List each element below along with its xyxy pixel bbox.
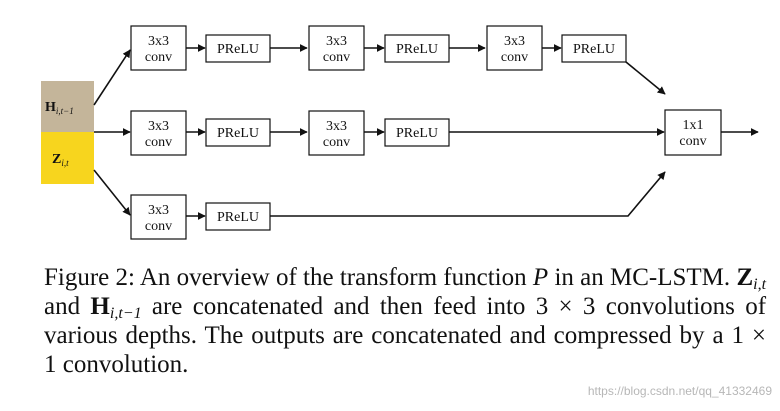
prelu-box: [205, 202, 271, 231]
branch-arrow-bottom: [93, 169, 131, 216]
conv3x3-conv-label: conv: [501, 50, 528, 65]
conv3x3-size-label: 3x3: [326, 119, 347, 134]
conv3x3-box: [130, 194, 187, 240]
conv1x1-conv-label: conv: [679, 134, 706, 149]
z-input-block: [41, 132, 94, 184]
row-1: 3x3 conv PReLU 3x3 conv PReLU 3x3 conv P…: [130, 25, 666, 95]
conv3x3-size-label: 3x3: [148, 119, 169, 134]
conv1x1-box: [664, 109, 722, 156]
merge-arrow-top: [625, 61, 666, 95]
prelu-label: PReLU: [573, 42, 615, 57]
conv3x3-size-label: 3x3: [148, 34, 169, 49]
prelu-box: [561, 34, 627, 63]
h-input-label: Hi,t−1: [45, 100, 74, 116]
row-3: 3x3 conv PReLU: [130, 171, 666, 240]
watermark: https://blog.csdn.net/qq_41332469: [587, 384, 772, 398]
prelu-box: [205, 34, 271, 63]
prelu-label: PReLU: [396, 42, 438, 57]
conv3x3-size-label: 3x3: [504, 34, 525, 49]
z-input-label: Zi,t: [52, 152, 69, 168]
figure-caption: Figure 2: An overview of the transform f…: [44, 264, 767, 378]
conv3x3-conv-label: conv: [323, 50, 350, 65]
merge-arrow-bottom: [270, 171, 666, 217]
h-input-block: [41, 81, 94, 132]
prelu-label: PReLU: [217, 126, 259, 141]
prelu-label: PReLU: [396, 126, 438, 141]
conv3x3-box: [130, 25, 187, 71]
prelu-label: PReLU: [217, 42, 259, 57]
conv3x3-box: [308, 110, 365, 156]
prelu-label: PReLU: [217, 210, 259, 225]
conv3x3-size-label: 3x3: [326, 34, 347, 49]
conv3x3-box: [486, 25, 543, 71]
conv3x3-conv-label: conv: [323, 135, 350, 150]
conv3x3-box: [308, 25, 365, 71]
conv3x3-conv-label: conv: [145, 135, 172, 150]
conv1x1-group: 1x1 conv: [664, 109, 759, 156]
transform-diagram: Hi,t−1 Zi,t 3x3 conv PReLU 3x3 conv PReL…: [41, 25, 759, 240]
conv1x1-size-label: 1x1: [683, 118, 704, 133]
prelu-box: [205, 118, 271, 147]
conv3x3-size-label: 3x3: [148, 203, 169, 218]
branch-arrow-top: [93, 49, 131, 106]
conv3x3-conv-label: conv: [145, 50, 172, 65]
conv3x3-box: [130, 110, 187, 156]
prelu-box: [384, 34, 450, 63]
prelu-box: [384, 118, 450, 147]
conv3x3-conv-label: conv: [145, 219, 172, 234]
row-2: 3x3 conv PReLU 3x3 conv PReLU: [130, 110, 665, 156]
